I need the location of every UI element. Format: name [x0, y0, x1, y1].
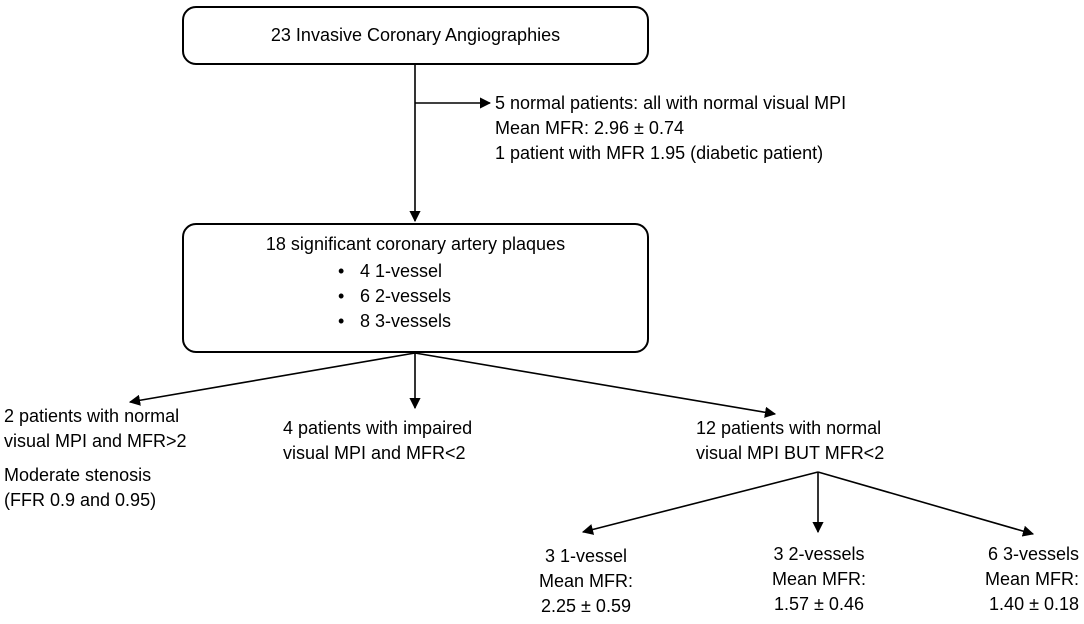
plaques-item: 6 2-vessels	[338, 284, 451, 309]
branch-middle-line: 4 patients with impaired	[283, 418, 473, 438]
top-box-label: 23 Invasive Coronary Angiographies	[270, 25, 561, 45]
sub-branch-1-text: 3 1-vessel Mean MFR: 2.25 ± 0.59	[520, 544, 652, 619]
sub-branch-2-text: 3 2-vessels Mean MFR: 1.57 ± 0.46	[754, 542, 884, 617]
plaques-item: 8 3-vessels	[338, 309, 451, 334]
normal-patients-line: 1 patient with MFR 1.95 (diabetic patien…	[495, 143, 824, 163]
branch-left-note-line: (FFR 0.9 and 0.95)	[4, 490, 157, 510]
branch-left-text: 2 patients with normal visual MPI and MF…	[4, 404, 187, 513]
normal-patients-text: 5 normal patients: all with normal visua…	[495, 91, 846, 166]
plaques-box-list: 4 1-vessel 6 2-vessels 8 3-vessels	[338, 259, 451, 334]
sub-branch-line: 1.40 ± 0.18	[989, 594, 1079, 614]
plaques-item: 4 1-vessel	[338, 259, 451, 284]
normal-patients-line: Mean MFR: 2.96 ± 0.74	[495, 118, 684, 138]
branch-right-line: visual MPI BUT MFR<2	[696, 443, 885, 463]
arrow-to-sub-1	[581, 471, 819, 535]
branch-left-note-line: Moderate stenosis	[4, 465, 152, 485]
normal-patients-line: 5 normal patients: all with normal visua…	[495, 93, 847, 113]
sub-branch-line: Mean MFR:	[538, 571, 634, 591]
sub-branch-line: 3 2-vessels	[773, 544, 865, 564]
sub-branch-line: 3 1-vessel	[544, 546, 628, 566]
branch-middle-line: visual MPI and MFR<2	[283, 443, 466, 463]
sub-branch-line: Mean MFR:	[984, 569, 1079, 589]
plaques-box-title: 18 significant coronary artery plaques	[265, 234, 566, 254]
branch-right-line: 12 patients with normal	[696, 418, 882, 438]
branch-right-text: 12 patients with normal visual MPI BUT M…	[696, 416, 884, 466]
arrow-to-sub-3	[817, 471, 1035, 537]
sub-branch-line: 6 3-vessels	[987, 544, 1079, 564]
branch-left-line: 2 patients with normal	[4, 406, 180, 426]
arrow-to-branch-left	[128, 352, 416, 406]
branch-left-line: visual MPI and MFR>2	[4, 431, 187, 451]
top-box	[182, 6, 649, 65]
sub-branch-line: 1.57 ± 0.46	[774, 594, 864, 614]
sub-branch-line: Mean MFR:	[771, 569, 867, 589]
branch-middle-text: 4 patients with impaired visual MPI and …	[283, 416, 472, 466]
arrow-to-branch-right	[414, 352, 777, 418]
sub-branch-line: 2.25 ± 0.59	[541, 596, 631, 616]
sub-branch-3-text: 6 3-vessels Mean MFR: 1.40 ± 0.18	[950, 542, 1079, 617]
